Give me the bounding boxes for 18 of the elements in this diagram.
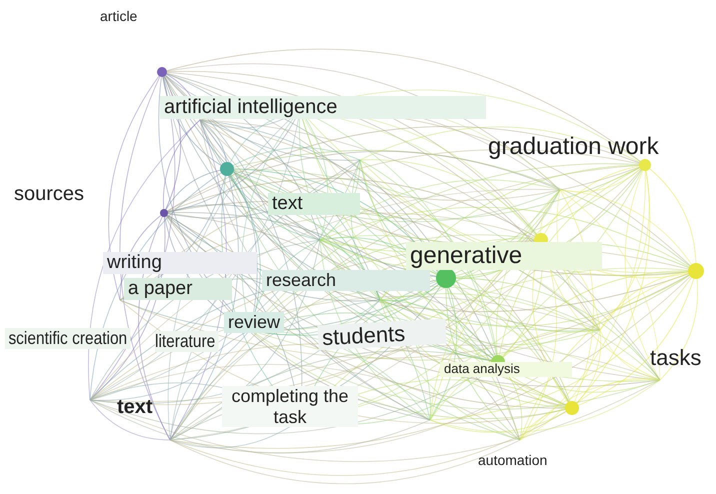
keyword-label: sources	[13, 183, 86, 206]
keyword-label: literature	[155, 331, 219, 352]
keyword-label: review	[224, 312, 284, 333]
keyword-label: completing the task	[222, 386, 358, 428]
keyword-label: writing	[103, 252, 257, 274]
keyword-label: tasks	[649, 345, 702, 370]
keyword-label: data analysis	[440, 362, 572, 377]
keyword-label: generative	[406, 242, 602, 270]
keyword-label: students	[317, 318, 447, 351]
keyword-label: research	[262, 270, 430, 291]
keyword-label: scientific creation	[5, 328, 131, 349]
keyword-label: text	[268, 193, 360, 215]
keyword-label: article	[99, 8, 138, 24]
keyword-label: automation	[477, 452, 548, 468]
keyword-label: text	[116, 396, 154, 419]
keyword-label: graduation work	[487, 133, 660, 161]
keyword-label: a paper	[124, 278, 232, 300]
keyword-label: artificial intelligence	[160, 96, 486, 119]
